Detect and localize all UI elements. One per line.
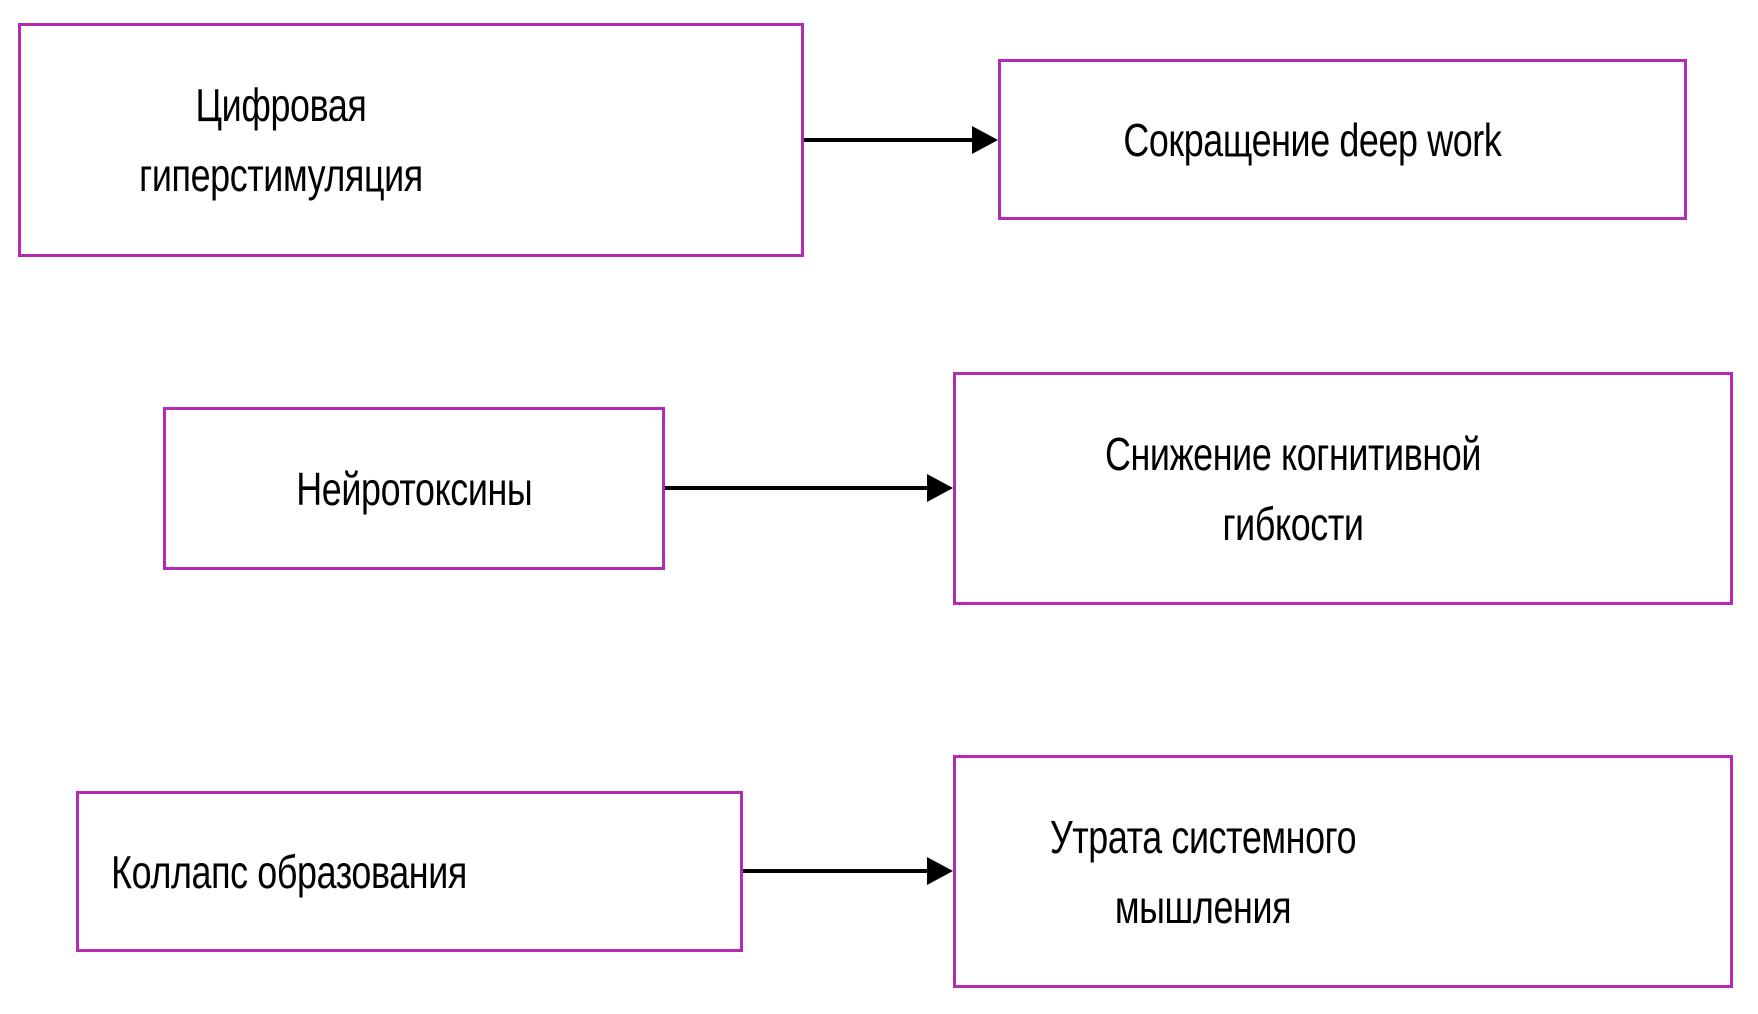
node-label: Цифровая гиперстимуляция (139, 79, 423, 201)
node-label: Сокращение deep work (1123, 113, 1502, 166)
arrow-education-to-systems-thinking (743, 857, 953, 885)
node-neurotoxins: Нейротоксины (163, 407, 665, 570)
node-cognitive-flexibility-decline: Снижение когнитивной гибкости (953, 372, 1733, 605)
node-label: Нейротоксины (295, 462, 533, 515)
node-education-collapse: Коллапс образования (76, 791, 743, 952)
node-digital-hyperstimulation: Цифровая гиперстимуляция (18, 23, 804, 257)
node-deep-work-reduction: Сокращение deep work (998, 59, 1687, 220)
arrowhead-icon (927, 474, 953, 502)
node-label: Коллапс образования (111, 845, 468, 898)
arrow-neurotoxins-to-flexibility (665, 474, 953, 502)
arrow-hyperstimulation-to-deepwork (804, 126, 998, 154)
arrow-line (804, 138, 976, 142)
node-label: Утрата системного мышления (1049, 810, 1357, 933)
node-systems-thinking-loss: Утрата системного мышления (953, 755, 1733, 988)
arrowhead-icon (927, 857, 953, 885)
arrow-line (743, 869, 931, 873)
arrowhead-icon (972, 126, 998, 154)
node-label: Снижение когнитивной гибкости (1104, 427, 1482, 550)
arrow-line (665, 486, 931, 490)
